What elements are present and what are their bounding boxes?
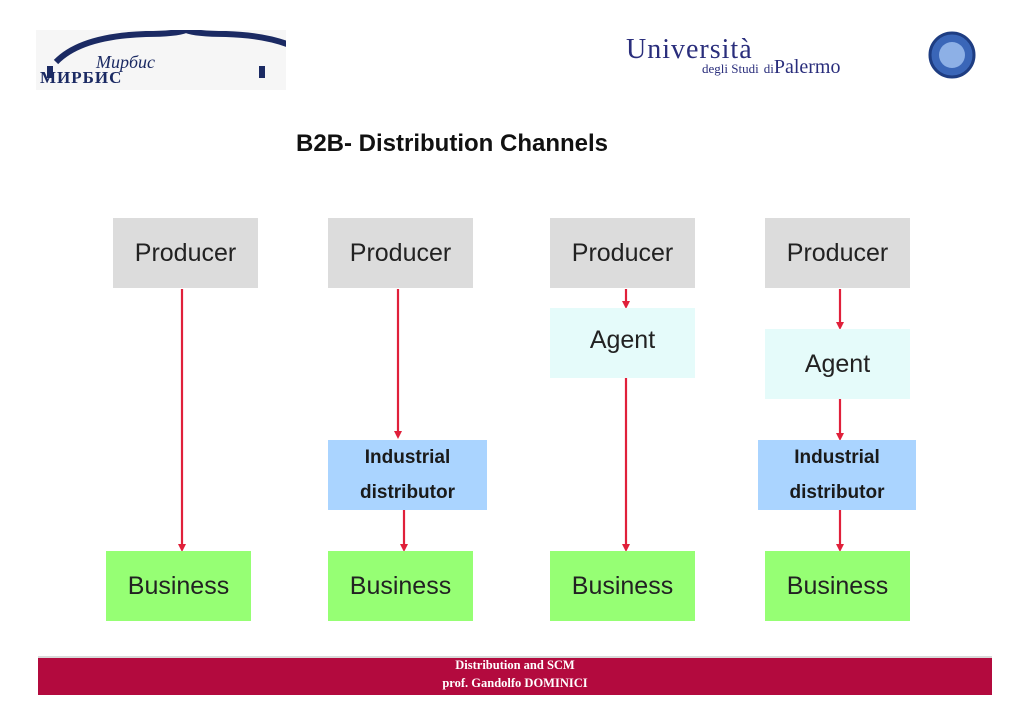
producer-box-2: Producer	[328, 218, 473, 288]
footer-text: Distribution and SCM prof. Gandolfo DOMI…	[0, 656, 1030, 692]
producer-box-3: Producer	[550, 218, 695, 288]
agent-box-4: Agent	[765, 329, 910, 399]
business-box-4: Business	[765, 551, 910, 621]
footer-course: Distribution and SCM	[455, 658, 575, 672]
producer-box-1: Producer	[113, 218, 258, 288]
industrial-distributor-box-4: Industrial distributor	[758, 440, 916, 510]
footer-professor: prof. Gandolfo DOMINICI	[442, 676, 588, 690]
logo-script-text: Мирбис	[96, 52, 156, 72]
logo-right-line2: degli Studi diPalermo	[702, 56, 841, 78]
industrial-distributor-box-2: Industrial distributor	[328, 440, 487, 510]
distributor-line2: distributor	[360, 482, 455, 503]
business-box-3: Business	[550, 551, 695, 621]
distributor-line1: Industrial	[794, 447, 880, 468]
distributor-line1: Industrial	[364, 447, 451, 468]
distributor-line2: distributor	[789, 482, 885, 503]
arch-icon	[47, 30, 286, 78]
agent-box-3: Agent	[550, 308, 695, 378]
footer-bar	[38, 656, 992, 695]
producer-box-4: Producer	[765, 218, 910, 288]
university-seal-icon	[928, 31, 976, 79]
logo-right-line1: Università	[626, 34, 753, 65]
mirbis-logo: Мирбис МИРБИС	[36, 30, 286, 90]
business-box-2: Business	[328, 551, 473, 621]
university-palermo-logo: Università degli Studi diPalermo	[622, 30, 992, 82]
logo-left-text: МИРБИС	[40, 68, 123, 87]
business-box-1: Business	[106, 551, 251, 621]
slide-title: B2B- Distribution Channels	[296, 130, 609, 157]
